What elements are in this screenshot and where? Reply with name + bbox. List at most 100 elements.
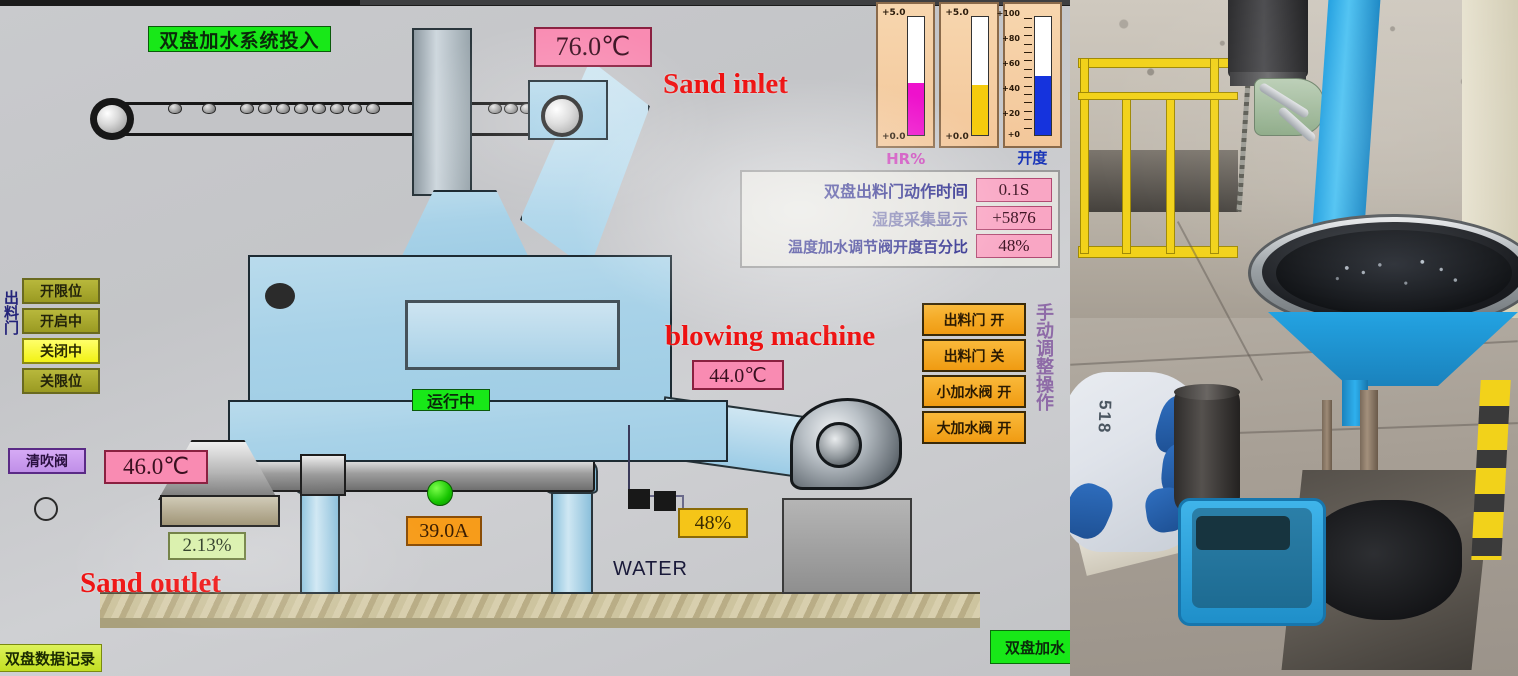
data-row-label: 温度加水调节阀开度百分比 xyxy=(787,237,968,256)
photo-guardrail-post xyxy=(1166,92,1175,254)
data-row: 湿度采集显示 +5876 xyxy=(748,204,1052,232)
blower-pedestal xyxy=(782,498,912,594)
conveyor-material xyxy=(366,103,380,114)
gauge-tube xyxy=(907,16,926,136)
blow-clean-valve-lamp xyxy=(34,497,58,521)
blower-temp-readout: 44.0℃ xyxy=(692,360,784,390)
conveyor-material xyxy=(294,103,308,114)
gauge-panel: +5.0 +0.0 HR% +5.0 +0.0 +100 +80 +60 +40 xyxy=(876,2,1062,168)
sand-inlet-roller xyxy=(541,95,583,137)
gauge-fill xyxy=(1034,76,1051,135)
moisture-readout: 2.13% xyxy=(168,532,246,560)
data-row-value: +5876 xyxy=(976,206,1052,230)
small-water-valve-open-button[interactable]: 小加水阀 开 xyxy=(922,375,1026,408)
screen-top-bezel-2 xyxy=(360,0,1070,5)
discharge-door-close-button[interactable]: 出料门 关 xyxy=(922,339,1026,372)
photo-hydraulic-cylinder xyxy=(1228,0,1308,78)
mixer-leg xyxy=(300,490,340,594)
discharge-door-label-text: 出料门 xyxy=(2,290,20,335)
ground-foundation-shadow xyxy=(100,618,980,628)
photo-guardrail-post xyxy=(1122,92,1131,254)
data-row: 双盘出料门动作时间 0.1S xyxy=(748,176,1052,204)
photo-sample-top xyxy=(1174,384,1240,400)
system-status-banner: 双盘加水系统投入 xyxy=(148,26,331,52)
gauge-fill xyxy=(908,83,925,135)
gauge-max-label: +5.0 xyxy=(882,8,906,18)
conveyor-material xyxy=(168,103,182,114)
blowing-machine-annotation: blowing machine xyxy=(665,320,876,352)
status-closing[interactable]: 关闭中 xyxy=(22,338,100,364)
photo-sand-sample-cylinder xyxy=(1174,388,1240,510)
photo-support-post xyxy=(1322,400,1332,520)
inlet-conveyor xyxy=(90,98,600,140)
photo-guardrail-post xyxy=(1210,58,1219,254)
running-status-label: 运行中 xyxy=(412,389,490,411)
gauge-tube xyxy=(970,16,989,136)
sand-inlet-annotation: Sand inlet xyxy=(663,68,788,100)
mixer-hopper xyxy=(400,190,530,260)
motor-current-readout: 39.0A xyxy=(406,516,482,546)
conveyor-material xyxy=(258,103,272,114)
valve-open-pct-readout: 48% xyxy=(678,508,748,538)
gauge-label: 开度 xyxy=(1017,149,1048,167)
large-water-valve-open-button[interactable]: 大加水阀 开 xyxy=(922,411,1026,444)
manual-operation-panel: 出料门 开 出料门 关 小加水阀 开 大加水阀 开 手动调整操作 xyxy=(922,303,1068,449)
gauge-tube xyxy=(1033,16,1052,136)
running-indicator-lamp xyxy=(427,480,453,506)
gauge-valve-opening: +100 +80 +60 +40 +20 +0 开度 xyxy=(997,2,1062,167)
sand-outlet-box xyxy=(160,495,280,527)
water-system-tab[interactable]: 双盘加水 xyxy=(990,630,1070,664)
water-supply-line xyxy=(628,425,630,497)
gauge-fill xyxy=(971,85,988,135)
photo-guardrail-mid xyxy=(1078,92,1238,100)
gauge-tick-label: +60 xyxy=(1002,59,1020,68)
conveyor-material xyxy=(488,103,502,114)
gauge-tick-marks xyxy=(1022,16,1032,136)
conveyor-material xyxy=(276,103,290,114)
gauge-tick-label: +100 xyxy=(996,9,1020,18)
gauge-min-label: +0.0 xyxy=(882,132,906,142)
hmi-scada-screen: 双盘加水系统投入 xyxy=(0,0,1070,676)
data-row-value: 0.1S xyxy=(976,178,1052,202)
water-valve-large xyxy=(654,491,676,511)
water-valve-small xyxy=(628,489,650,509)
gauge-tick-label: +0 xyxy=(1007,130,1020,139)
discharge-door-status-stack: 开限位 开启中 关闭中 关限位 xyxy=(22,278,100,398)
photo-glove-text: 518 xyxy=(1094,399,1115,435)
sand-outlet-annotation: Sand outlet xyxy=(80,567,222,599)
data-row: 温度加水调节阀开度百分比 48% xyxy=(748,232,1052,260)
gauge-min-label: +0.0 xyxy=(945,132,969,142)
conveyor-material xyxy=(312,103,326,114)
discharge-door-vertical-label: 出料门 xyxy=(0,290,20,335)
outlet-temp-readout: 46.0℃ xyxy=(104,450,208,484)
status-open-limit[interactable]: 开限位 xyxy=(22,278,100,304)
manual-operation-vertical-label: 手动调整操作 xyxy=(1026,303,1066,449)
photo-guardrail-post xyxy=(1080,58,1089,254)
mixer-stack xyxy=(412,28,472,196)
conveyor-material xyxy=(202,103,216,114)
data-row-label: 双盘出料门动作时间 xyxy=(823,182,968,201)
mixer-inspection-door xyxy=(405,300,620,370)
site-photograph: 518 xyxy=(1070,0,1518,676)
conveyor-material xyxy=(330,103,344,114)
photo-spilled-sand xyxy=(1302,500,1462,620)
conveyor-belt xyxy=(112,102,582,136)
blow-clean-valve-button[interactable]: 清吹阀 xyxy=(8,448,86,474)
data-record-tab[interactable]: 双盘数据记录 xyxy=(0,644,102,672)
manual-buttons: 出料门 开 出料门 关 小加水阀 开 大加水阀 开 xyxy=(922,303,1026,449)
conveyor-pulley-left xyxy=(90,98,134,140)
inlet-temp-readout: 76.0℃ xyxy=(534,27,652,67)
fan-hub xyxy=(816,422,862,468)
blowing-machine xyxy=(790,398,905,506)
photo-sieve-mesh-sparkle xyxy=(1276,236,1512,312)
status-close-limit[interactable]: 关限位 xyxy=(22,368,100,394)
gauge-tick-label: +40 xyxy=(1002,84,1020,93)
gauge-tick-label: +80 xyxy=(1002,34,1020,43)
conveyor-material xyxy=(348,103,362,114)
gauge-max-label: +5.0 xyxy=(945,8,969,18)
data-row-value: 48% xyxy=(976,234,1052,258)
gauge-humidity: +5.0 +0.0 xyxy=(939,2,999,148)
discharge-door-open-button[interactable]: 出料门 开 xyxy=(922,303,1026,336)
status-opening[interactable]: 开启中 xyxy=(22,308,100,334)
